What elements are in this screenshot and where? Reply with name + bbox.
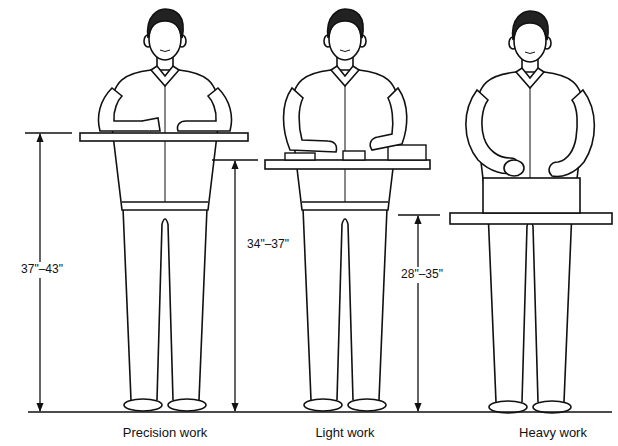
work-caption: Light work — [315, 426, 374, 441]
dimension-label: 34"–37" — [245, 237, 291, 253]
work-caption: Precision work — [123, 426, 208, 441]
dimension-label: 28"–35" — [399, 267, 445, 283]
work-caption: Heavy work — [519, 426, 587, 441]
dimension-label: 37"–43" — [19, 262, 65, 278]
